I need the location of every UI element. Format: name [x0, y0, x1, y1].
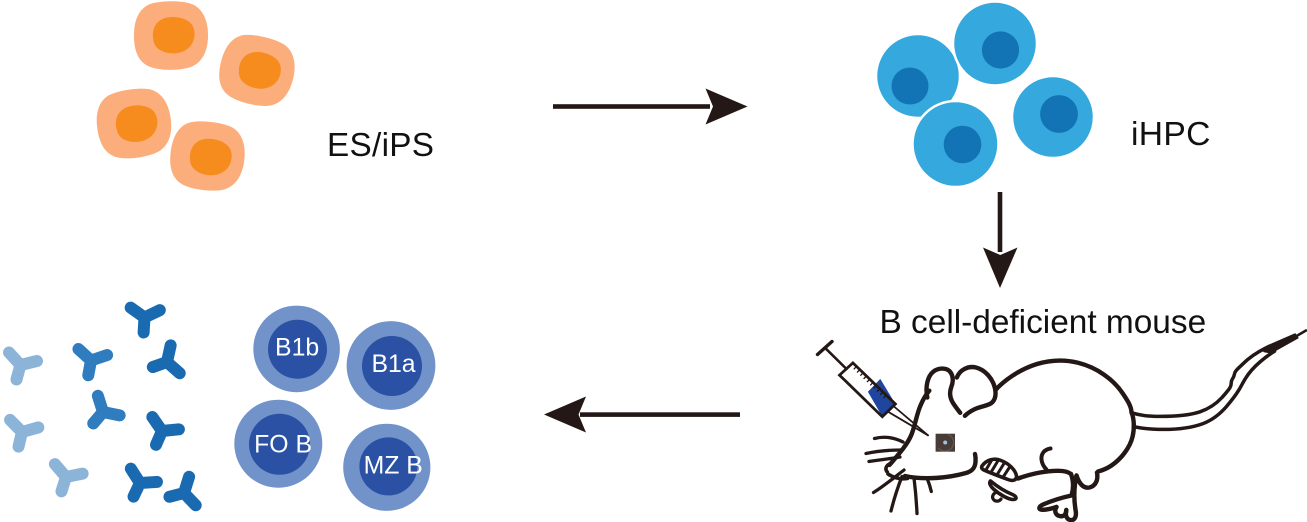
- svg-text:MZ B: MZ B: [364, 452, 423, 479]
- svg-text:B1a: B1a: [371, 351, 415, 378]
- svg-text:iHPC: iHPC: [1131, 116, 1211, 153]
- svg-text:B1b: B1b: [275, 334, 319, 361]
- svg-text:FO B: FO B: [254, 432, 312, 459]
- svg-text:ES/iPS: ES/iPS: [327, 127, 434, 164]
- svg-text:B cell-deficient mouse: B cell-deficient mouse: [880, 304, 1207, 341]
